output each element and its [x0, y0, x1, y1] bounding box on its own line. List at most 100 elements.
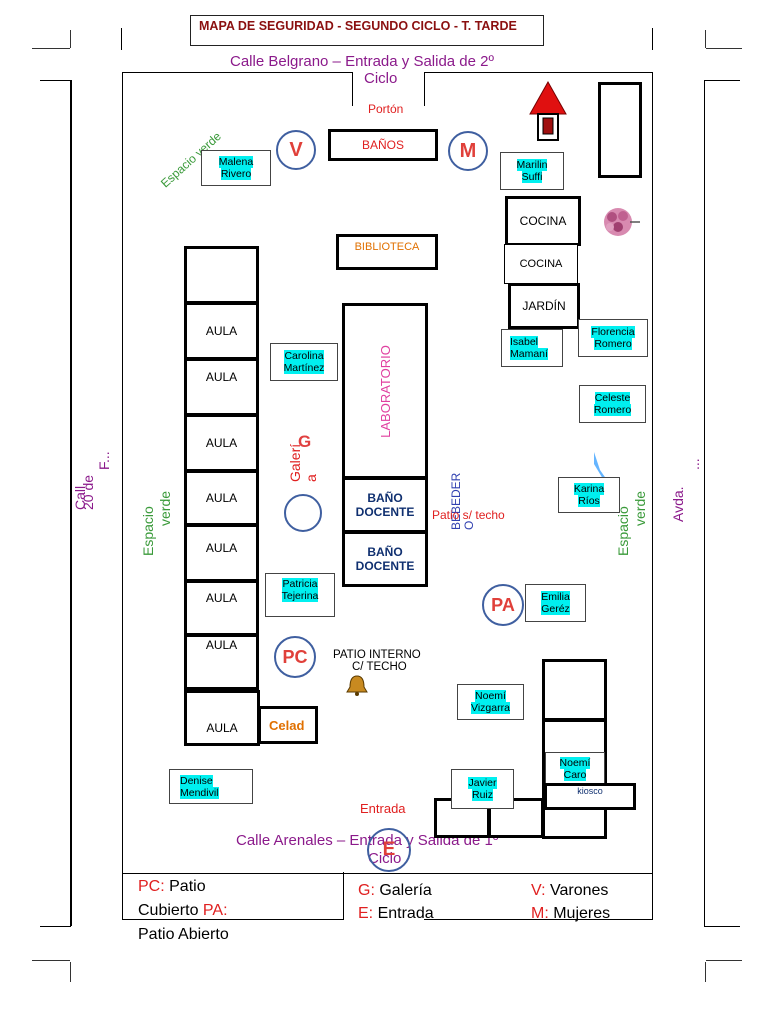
corner-mark-br [706, 960, 742, 961]
marker-m-label: M [459, 139, 477, 162]
left-street-bottom [40, 926, 71, 927]
street-top-line1: Calle Belgrano – Entrada y Salida de 2º [230, 53, 494, 70]
corner-mark-bl [32, 960, 70, 961]
name-noemi-c-2: Caro [563, 769, 587, 781]
legend-v-text: Varones [545, 882, 609, 899]
name-noemi-v-2: Vizgarra [471, 702, 510, 714]
street-left-line3: F... [96, 451, 112, 470]
name-marilin-1: Marilin [516, 159, 548, 171]
legend-e-key: E: [358, 905, 374, 922]
bano-docente-2-b: DOCENTE [355, 559, 415, 573]
legend-e-text: Entrada [373, 905, 434, 922]
legend-e: E: Entrada [358, 905, 434, 923]
name-noemi-vizgarra: Noemí Vizgarra [457, 684, 524, 720]
left-street-top [40, 80, 71, 81]
name-javier: Javier Ruiz [451, 769, 514, 809]
legend-pa: Patio Abierto [138, 926, 229, 943]
right-block-1 [542, 659, 607, 721]
right-street-top [704, 80, 740, 81]
patio-sin-techo-label: Patio s/ techo [432, 508, 505, 522]
aula-label-2: AULA [205, 370, 238, 384]
name-florencia-1: Florencia [591, 326, 635, 338]
bano-docente-1-a: BAÑO [367, 491, 403, 505]
street-left-line2: 20 de [80, 474, 96, 510]
legend-g-key: G: [358, 882, 375, 899]
gate-left-post [352, 72, 353, 106]
espacio-left-1: Espacio [140, 506, 156, 556]
street-right-line2: ... [686, 458, 702, 470]
laboratorio-room: LABORATORIO [342, 303, 428, 479]
name-carolina-2: Martínez [283, 362, 325, 374]
marker-e: E [367, 828, 411, 872]
aula-room-6: AULA [184, 580, 259, 636]
name-patricia-1: Patricia [282, 578, 318, 590]
aula-label-3: AULA [205, 436, 238, 450]
school-top-wall [122, 72, 352, 73]
street-top-line2: Ciclo [364, 70, 398, 87]
aula-room-1: AULA [184, 302, 259, 360]
corner-mark-bl-v [70, 962, 71, 982]
espacio-left-2: verde [157, 490, 173, 526]
banos-room: BAÑOS [328, 129, 438, 161]
name-denise: Denise Mendivil [169, 769, 253, 804]
legend-m-key: M: [531, 905, 549, 922]
name-javier-1: Javier [468, 777, 497, 789]
legend-pa-key: PA: [202, 902, 228, 919]
celad-room: Celad [258, 706, 318, 744]
bano-docente-1-b: DOCENTE [355, 505, 415, 519]
aula-label-4: AULA [205, 491, 238, 505]
legend-v: V: Varones [531, 882, 608, 900]
name-malena: Malena Rivero [201, 150, 271, 186]
name-noemi-v-1: Noemí [475, 690, 506, 702]
marker-v-label: V [289, 138, 303, 161]
cocina-label-2: COCINA [519, 258, 563, 270]
name-javier-2: Ruiz [471, 789, 493, 801]
name-florencia-2: Romero [594, 338, 632, 350]
celad-label: Celad [269, 717, 305, 733]
name-isabel-1: Isabel [510, 336, 539, 348]
street-bottom-line1: Calle Arenales – Entrada y Salida de 1º [236, 832, 499, 849]
galeria-circle [284, 494, 322, 532]
name-malena-1: Malena [218, 156, 254, 168]
patio-interno-1: PATIO INTERNO [333, 649, 421, 661]
galeria-label-2: a [303, 474, 319, 482]
legend-pc: PC: Patio [138, 878, 206, 896]
legend-box-left [122, 872, 344, 920]
legend-pc-text2: Cubierto [138, 902, 203, 919]
kiosco-room: kiosco [544, 783, 636, 810]
title-line-left [121, 28, 122, 50]
legend-box-right [424, 872, 653, 920]
aula-label-6: AULA [205, 591, 238, 605]
aula-room-2: AULA [184, 358, 259, 416]
aula-label-1: AULA [205, 324, 238, 338]
bano-docente-2-a: BAÑO [367, 545, 403, 559]
name-isabel: Isabel Mamaní [501, 329, 563, 367]
top-right-block [598, 82, 642, 178]
name-malena-2: Rivero [220, 168, 252, 180]
jardin-room: JARDÍN [508, 283, 580, 329]
name-emilia-1: Emilia [541, 591, 570, 603]
laboratorio-label: LABORATORIO [377, 344, 393, 438]
bano-docente-1: BAÑO DOCENTE [342, 477, 428, 533]
name-denise-1: Denise [180, 774, 213, 787]
name-karina-1: Karina [573, 483, 605, 495]
aula-label-8: AULA [206, 721, 238, 735]
marker-pc: PC [274, 636, 316, 678]
right-street-bottom [704, 926, 740, 927]
name-florencia: Florencia Romero [578, 319, 648, 357]
aula-label-5: AULA [205, 541, 238, 555]
legend-pc-2: Cubierto PA: [138, 902, 228, 920]
name-karina: Karina Ríos [558, 477, 620, 513]
aula-room-7: AULA [184, 634, 259, 690]
legend-g-text: Galería [374, 882, 432, 899]
kiosco-label: kiosco [577, 786, 603, 796]
marker-pc-label: PC [282, 646, 308, 667]
aula-label-7: AULA [205, 638, 238, 652]
marker-pa-label: PA [491, 594, 515, 615]
marker-v: V [276, 130, 316, 170]
name-karina-2: Ríos [578, 495, 600, 507]
legend-m-text: Mujeres [548, 905, 611, 922]
school-right-wall [652, 72, 653, 920]
patio-interno-2: C/ TECHO [352, 661, 407, 673]
name-celeste-2: Romero [593, 404, 632, 416]
